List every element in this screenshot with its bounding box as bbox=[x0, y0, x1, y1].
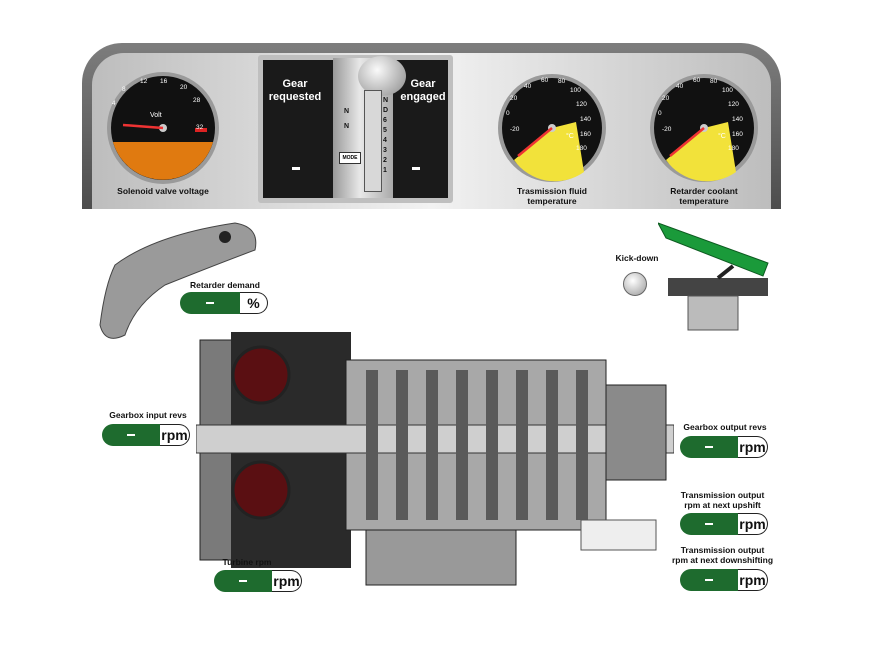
coolant-unit-label: °C bbox=[718, 133, 726, 140]
kickdown-pedal[interactable] bbox=[656, 218, 778, 338]
voltage-gauge bbox=[105, 70, 221, 186]
coolant-tick-60: 60 bbox=[693, 77, 701, 84]
coolant-tick--20: -20 bbox=[662, 126, 672, 133]
retarder-demand-label: Retarder demand bbox=[190, 280, 260, 290]
coolant-tick-40: 40 bbox=[676, 83, 684, 90]
retarder-lever[interactable] bbox=[95, 215, 265, 345]
mode-button[interactable]: MODE bbox=[339, 152, 361, 164]
fluid-unit-label: °C bbox=[566, 133, 574, 140]
voltage-tick-12: 12 bbox=[140, 78, 148, 85]
input-revs-label: Gearbox input revs bbox=[109, 410, 187, 420]
input-revs-readout: rpm bbox=[102, 424, 190, 446]
fluid-temp-gauge bbox=[496, 72, 608, 184]
fluid-tick-60: 60 bbox=[541, 77, 549, 84]
turbine-unit: rpm bbox=[272, 570, 302, 592]
gear-engaged-value bbox=[412, 167, 420, 170]
coolant-tick-140: 140 bbox=[732, 116, 743, 123]
retarder-unit: % bbox=[240, 292, 268, 314]
coolant-tick-0: 0 bbox=[658, 110, 662, 117]
output-revs-readout: rpm bbox=[680, 436, 768, 458]
upshift-unit: rpm bbox=[738, 513, 768, 535]
coolant-tick-120: 120 bbox=[728, 101, 739, 108]
voltage-caption: Solenoid valve voltage bbox=[117, 186, 209, 196]
turbine-readout: rpm bbox=[214, 570, 302, 592]
coolant-tick-100: 100 bbox=[722, 87, 733, 94]
input-revs-unit: rpm bbox=[160, 424, 190, 446]
voltage-tick-20: 20 bbox=[180, 84, 188, 91]
output-revs-unit: rpm bbox=[738, 436, 768, 458]
fluid-tick-40: 40 bbox=[524, 83, 532, 90]
voltage-tick-28: 28 bbox=[193, 97, 201, 104]
downshift-readout: rpm bbox=[680, 569, 768, 591]
retarder-demand-readout: % bbox=[180, 292, 268, 314]
kickdown-label: Kick-down bbox=[615, 253, 659, 263]
fluid-tick-20: 20 bbox=[510, 95, 518, 102]
fluid-tick-160: 160 bbox=[580, 131, 591, 138]
fluid-tick-120: 120 bbox=[576, 101, 587, 108]
turbine-label: Turbine rpm bbox=[222, 557, 272, 567]
fluid-tick--20: -20 bbox=[510, 126, 520, 133]
coolant-tick-80: 80 bbox=[710, 78, 718, 85]
gear-selector-slot bbox=[364, 90, 382, 192]
voltage-tick-32: 32 bbox=[196, 124, 204, 131]
voltage-tick-4: 4 bbox=[112, 100, 116, 107]
transmission-cutaway bbox=[195, 330, 675, 592]
voltage-unit-label: Volt bbox=[150, 112, 162, 119]
output-revs-label: Gearbox output revs bbox=[683, 422, 767, 432]
voltage-tick-16: 16 bbox=[160, 78, 168, 85]
coolant-tick-20: 20 bbox=[662, 95, 670, 102]
fluid-tick-140: 140 bbox=[580, 116, 591, 123]
coolant-tick-160: 160 bbox=[732, 131, 743, 138]
coolant-tick-180: 180 bbox=[728, 145, 739, 152]
fluid-tick-100: 100 bbox=[570, 87, 581, 94]
voltage-tick-8: 8 bbox=[122, 86, 126, 93]
fluid-tick-180: 180 bbox=[576, 145, 587, 152]
gear-selector-knob bbox=[358, 56, 406, 96]
fluid-tick-80: 80 bbox=[558, 78, 566, 85]
kickdown-indicator bbox=[623, 272, 647, 296]
gear-requested-value bbox=[292, 167, 300, 170]
downshift-unit: rpm bbox=[738, 569, 768, 591]
upshift-readout: rpm bbox=[680, 513, 768, 535]
fluid-tick-0: 0 bbox=[506, 110, 510, 117]
coolant-temp-gauge bbox=[648, 72, 760, 184]
